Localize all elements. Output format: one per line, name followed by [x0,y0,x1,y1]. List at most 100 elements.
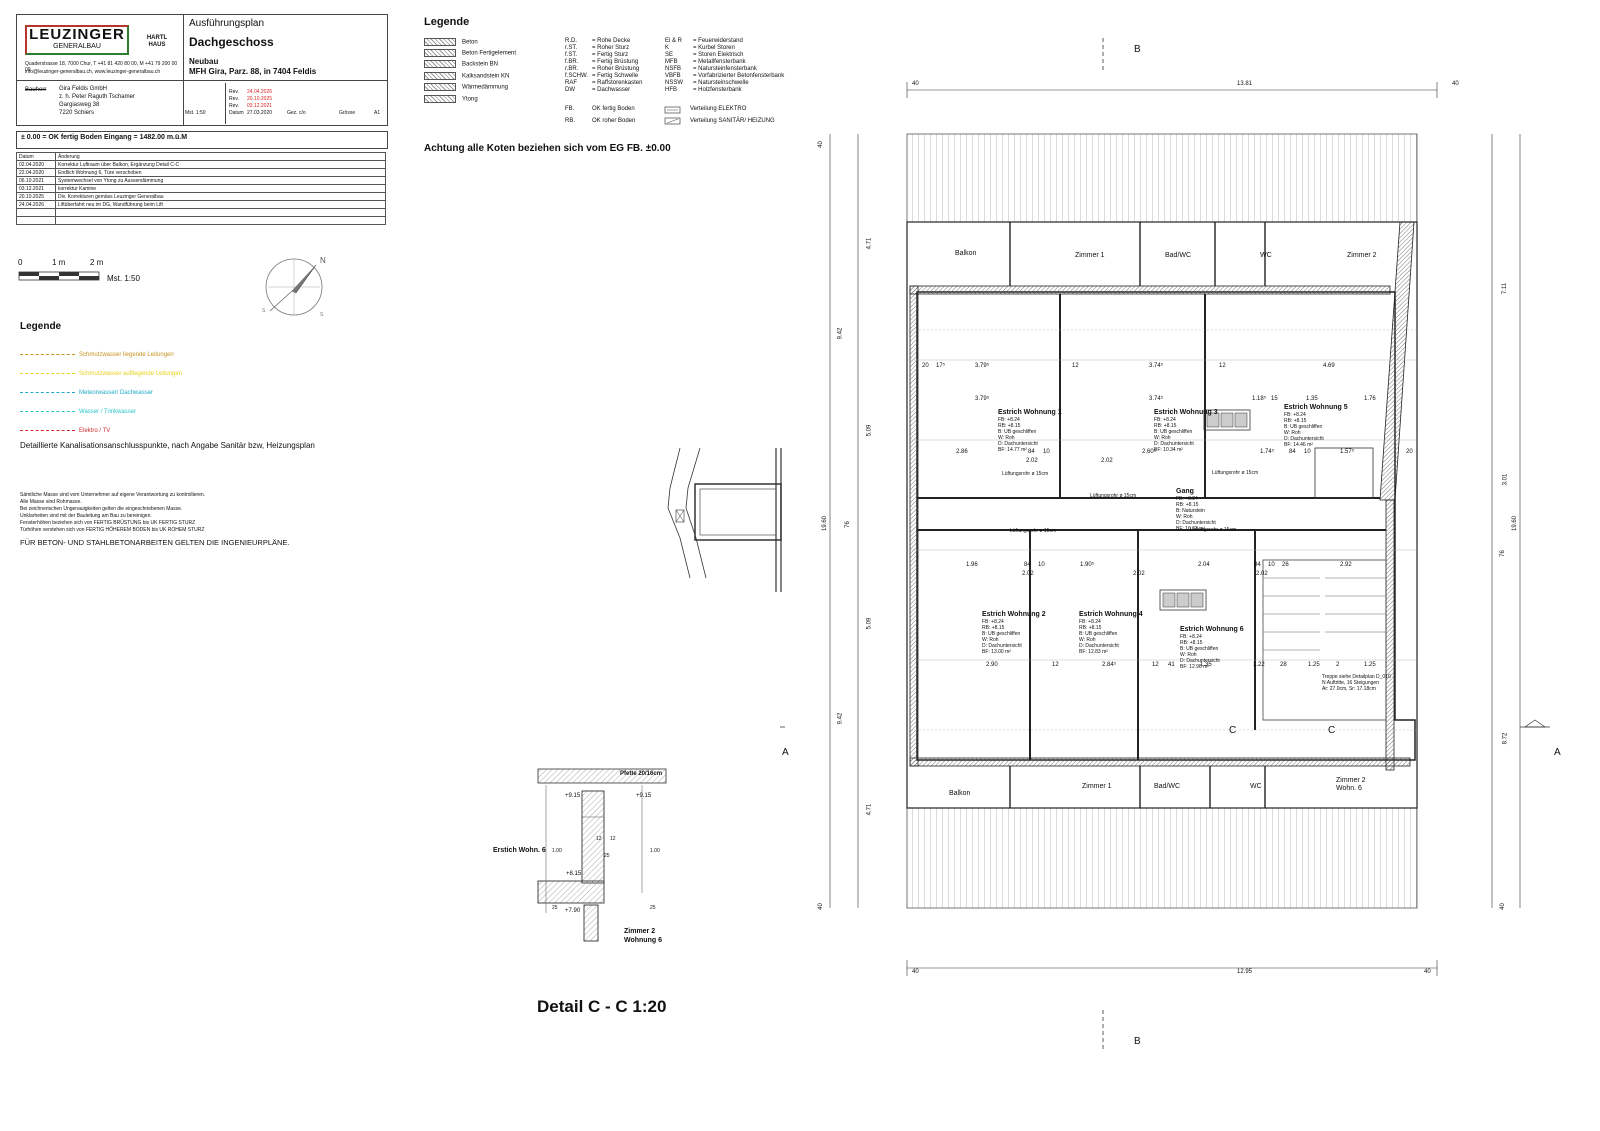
dim-row7: 2.90 [986,662,998,668]
dim-left: 5.09 [866,424,873,437]
abbr-text: = Raffstorenkasten [592,80,643,86]
table-header-cell: Änderung [55,152,386,161]
abbr: f.BR. [565,59,579,65]
hatch-swatch [424,72,456,80]
detail-level-2: +9.15 [636,793,652,799]
room-w: W: Roh [998,435,1015,441]
detail-level-4: +7.90 [565,908,581,914]
dim-row3: 84 [1028,449,1035,455]
dim-row4: 2.02 [1101,458,1113,464]
abbr-text: = Rohe Decke [592,38,631,44]
dim-row7: 41 [1168,662,1175,668]
abbr: MFB [665,59,678,65]
section-b-top: B [1134,44,1141,55]
dim-right: 3.01 [1502,473,1509,486]
room-d: D: Dachuntersicht [1284,436,1324,442]
dim-row6: 2.02 [1022,571,1034,577]
table-cell: Systemwechsel von Ytong zu Aussendämmung [55,176,386,185]
dim-row1: 4.69 [1323,363,1335,369]
dim-left: 9.42 [837,327,844,340]
room-b: B: UB geschliffen [1180,646,1219,652]
rev-label-3: Rev. [229,103,239,109]
rev-3: 03.12.2021 [247,103,273,109]
rb-label: RB. [565,118,576,124]
room-balkon-bottom: Balkon [949,790,971,797]
reference-height: ± 0.00 = OK fertig Boden Eingang = 1482.… [16,131,388,149]
room-b: B: Naturstein [1176,508,1205,514]
note-line-6: Türhöhen verstehen sich von FERTIG HÖHER… [20,527,205,533]
dim-left: 4.71 [866,803,873,816]
dim-row2: 15 [1271,396,1278,402]
detail-dim: 12 [610,836,616,842]
dim-row2: 1.18⁵ [1252,396,1267,402]
dim-row5: 26 [1282,562,1289,568]
abbr-col3: El & R K SE MFB NSFB VBFB NSSW HFB [665,38,683,94]
dim-right-total: 19.60 [1512,515,1519,532]
room-zimmer2-bottom: Zimmer 2 Wohn. 6 [1336,777,1366,793]
partner-logo: HARTL HAUS [146,35,168,48]
scale-bar-label-1: 1 m [52,258,66,267]
room-estrich-5: Estrich Wohnung 5 FB: +8.24 RB: +8.15 B:… [1284,404,1348,448]
hatch-swatch [424,83,456,91]
room-gang: Gang FB: +8.24 RB: +8.15 B: Naturstein W… [1176,488,1216,532]
table-row [16,216,386,225]
client-line4: 7220 Schiers [59,110,95,116]
dim-row3: 1.57⁵ [1340,449,1355,455]
dim-row5: 84 [1024,562,1031,568]
title-divider-h [17,80,387,81]
legend2-item-schmutz-aufliegend: Schmutzwasser aufliegende Leitungen [20,371,182,377]
dim-right: 7.11 [1502,282,1509,295]
client-line3: Gargiasweg 38 [59,102,100,108]
plan-type: Ausführungsplan [189,18,265,29]
room-w: W: Roh [1154,435,1171,441]
table-cell: Endlich Wohnung 6, Türe verschoben [55,168,386,177]
abbr: NSFB [665,66,682,72]
abbr: SE [665,52,674,58]
legend1-label: Wärmedämmung [462,84,509,91]
scale-label: Mst. 1:50 [185,110,206,116]
dim-row3: 10 [1304,449,1311,455]
dim-bottom-right: 40 [1424,969,1431,975]
dim-row7: 2.84⁵ [1102,662,1117,668]
dim-row2: 3.74⁵ [1149,396,1164,402]
room-rb: RB: +8.15 [1180,640,1203,646]
room-d: D: Dachuntersicht [1079,643,1119,649]
abbr-text: = Dachwasser [592,87,631,93]
abbr: f.SCHW. [565,73,589,79]
abbr: r.ST. [565,45,578,51]
rev-divider [225,83,226,124]
room-balkon-top: Balkon [955,250,977,257]
room-rb: RB: +8.15 [1079,625,1102,631]
lueftung-label: Lüftungsrohr ø 15cm [1010,528,1057,534]
line-sample [20,410,75,412]
legend2-label: Schmutzwasser liegende Leitungen [79,352,174,358]
room-fb: FB: +8.24 [998,417,1020,423]
room-d: D: Dachuntersicht [998,441,1038,447]
detail-dim: 25 [552,905,558,911]
floor-plan-drawing [780,38,1550,1050]
legend2-item-meteor: Meteorwasser/ Dachwasser [20,390,153,396]
dim-row2: 1.76 [1364,396,1376,402]
scale-bar-label-0: 0 [18,258,23,267]
abbr-text: = Kurbel Storen [693,45,735,51]
legend1-kalksandstein: Kalksandstein KN [424,72,509,82]
company-logo: LEUZINGER GENERALBAU [25,25,129,55]
room-fb: FB: +8.24 [1079,619,1101,625]
dim-row1: 12 [1072,363,1079,369]
room-estrich-2: Estrich Wohnung 2 FB: +8.24 RB: +8.15 B:… [982,611,1046,655]
scale-bar-label-2: 2 m [90,258,104,267]
room-bf: BF: 12.96 m² [1180,664,1209,670]
dim-row3: 10 [1043,449,1050,455]
datum-label: Datum [229,110,244,116]
detail-dim: 1.00 [650,848,660,854]
dim-row1: 17⁵ [936,363,946,369]
room-name: Estrich Wohnung 3 [1154,409,1218,416]
dim-left-total: 19.60 [822,515,829,532]
south-label-2: S [320,312,324,318]
logo-sub: GENERALBAU [53,43,101,50]
legend1-label: Beton Fertigelement [462,50,517,57]
